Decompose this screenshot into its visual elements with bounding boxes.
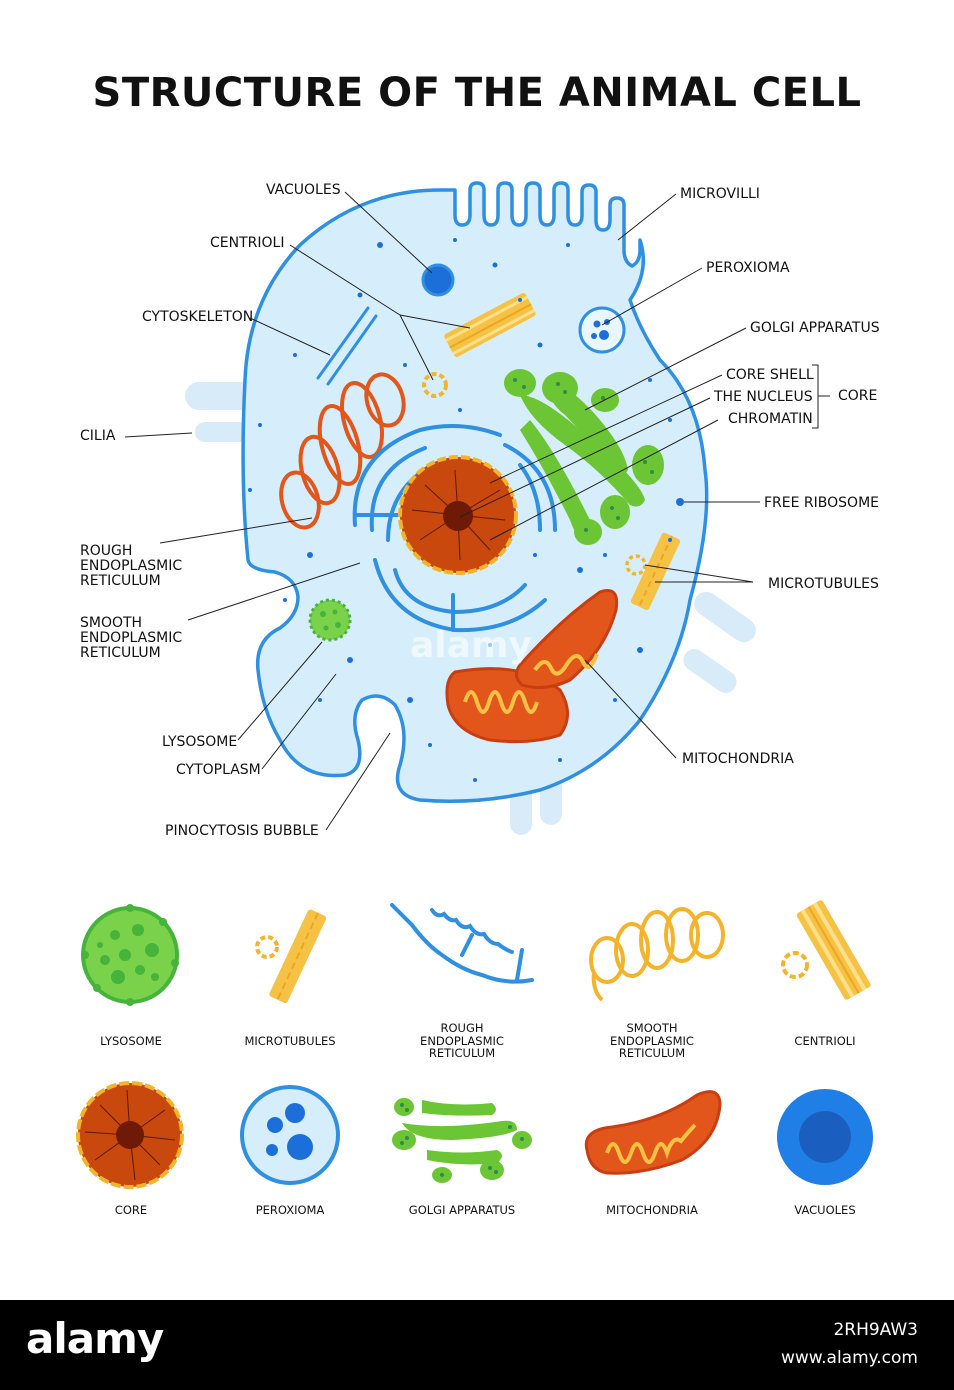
core-icon xyxy=(76,1081,184,1189)
label-microtubules: MICROTUBULES xyxy=(768,576,879,592)
label-cilia: CILIA xyxy=(80,428,116,444)
smooth-er-icon xyxy=(589,907,725,1002)
label-core-shell: CORE SHELL xyxy=(726,367,814,383)
golgi-apparatus xyxy=(504,369,664,545)
label-mitochondria: MITOCHONDRIA xyxy=(682,751,794,767)
label-core: CORE xyxy=(838,388,878,404)
label-free-ribosome: FREE RIBOSOME xyxy=(764,495,879,511)
label-the-nucleus: THE NUCLEUS xyxy=(714,389,813,405)
rough-er-icon xyxy=(390,903,534,984)
centriole-cylinder xyxy=(444,292,536,358)
label-lysosome: LYSOSOME xyxy=(162,734,238,750)
icon-label-peroxioma: PEROXIOMA xyxy=(255,1203,325,1217)
cytoskeleton xyxy=(316,306,378,386)
footer-image-id: 2RH9AW3 xyxy=(833,1320,918,1340)
peroxioma-icon xyxy=(240,1085,340,1185)
icon-label-centrioli: CENTRIOLI xyxy=(794,1034,856,1048)
page-title: STRUCTURE OF THE ANIMAL CELL xyxy=(92,70,862,116)
watermark: alamy xyxy=(410,625,532,666)
free-ribosomes xyxy=(248,238,684,782)
centrioli-icon xyxy=(781,900,871,1000)
icon-label-core: CORE xyxy=(114,1203,148,1217)
mitochondria-icon xyxy=(584,1090,722,1175)
icon-label-microtubules: MICROTUBULES xyxy=(244,1034,336,1048)
cilia xyxy=(185,382,756,835)
footer-logo: alamy xyxy=(26,1314,164,1363)
cell-diagram xyxy=(76,181,873,1189)
label-pinocytosis: PINOCYTOSIS BUBBLE xyxy=(165,823,319,839)
label-golgi: GOLGI APPARATUS xyxy=(750,320,880,336)
microtubules-icon xyxy=(255,909,327,1004)
vacuoles-icon xyxy=(777,1089,873,1185)
mitochondria xyxy=(445,589,619,744)
label-microvilli: MICROVILLI xyxy=(680,186,760,202)
lysosome-icon xyxy=(81,904,179,1006)
lysosome xyxy=(308,598,352,642)
label-cytoskeleton: CYTOSKELETON xyxy=(142,309,254,325)
icon-label-vacuoles: VACUOLES xyxy=(794,1203,856,1217)
vacuole xyxy=(421,263,455,297)
footer-bar: alamy 2RH9AW3 www.alamy.com xyxy=(0,1300,954,1390)
label-peroxioma: PEROXIOMA xyxy=(706,260,790,276)
centriole-ring xyxy=(422,372,448,398)
microtubule-cylinder xyxy=(630,532,681,610)
label-cytoplasm: CYTOPLASM xyxy=(176,762,261,778)
peroxioma xyxy=(578,306,626,354)
icon-label-lysosome: LYSOSOME xyxy=(100,1034,162,1048)
footer-url: www.alamy.com xyxy=(780,1348,918,1368)
golgi-icon xyxy=(392,1098,532,1183)
label-centrioli: CENTRIOLI xyxy=(210,235,285,251)
rough-er xyxy=(279,372,406,530)
label-chromatin: CHROMATIN xyxy=(728,411,813,427)
icon-label-golgi: GOLGI APPARATUS xyxy=(408,1203,516,1217)
smooth-er xyxy=(352,424,557,633)
leader-lines xyxy=(124,191,830,831)
label-vacuoles: VACUOLES xyxy=(266,182,341,198)
nucleus xyxy=(398,455,518,575)
icon-label-mitochondria: MITOCHONDRIA xyxy=(606,1203,698,1217)
